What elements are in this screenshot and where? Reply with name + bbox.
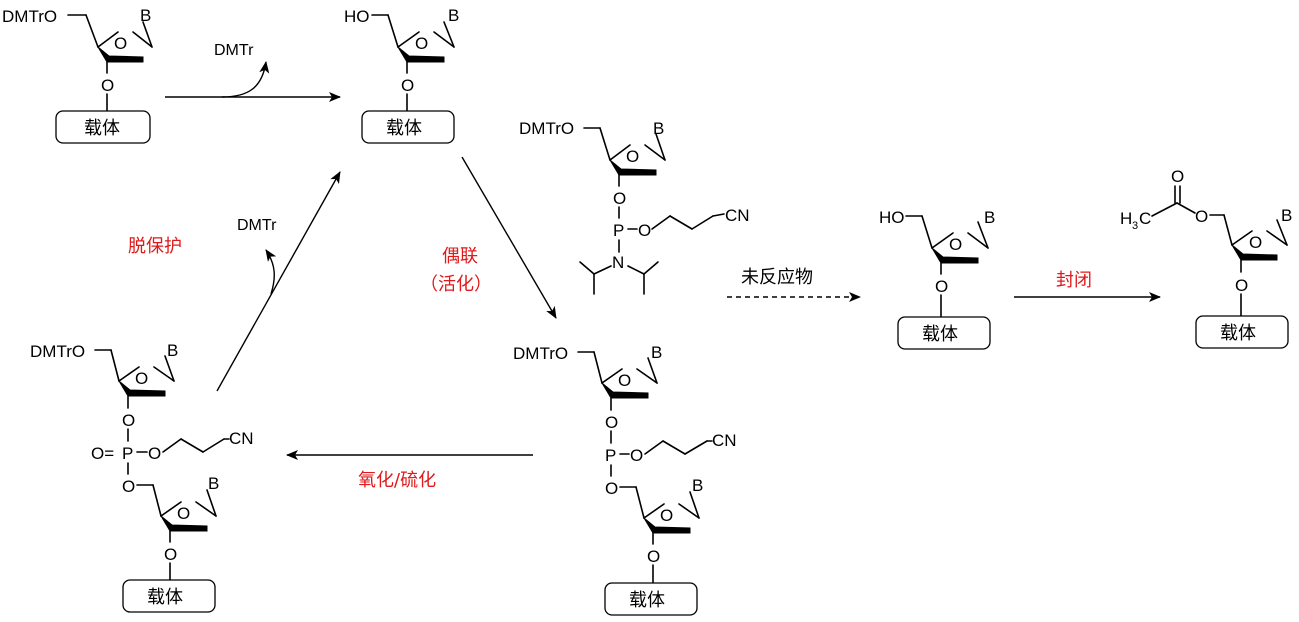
support-box	[897, 316, 991, 350]
oxygen-label: O	[613, 189, 626, 208]
oxygen-label: O	[605, 479, 618, 498]
phosphorus-label: P	[122, 444, 133, 463]
phosphorus-label: P	[613, 221, 624, 240]
ring-oxygen-label: O	[660, 506, 673, 525]
activation-label: （活化）	[420, 274, 492, 295]
support-label: 载体	[922, 324, 958, 345]
cyano-label: CN	[725, 206, 750, 225]
methyl-h-label: H	[1120, 209, 1132, 228]
dmtro-label: DMTrO	[513, 344, 568, 363]
deprotection-label: 脱保护	[128, 236, 182, 257]
methyl-c-label: C	[1139, 209, 1151, 228]
capping-arrow: 封闭	[1014, 270, 1161, 302]
phosphate-dinucleotide-on-support: DMTrO O B O O= P O CN O O B O 载体	[30, 341, 254, 613]
coupling-arrow: 偶联 （活化）	[420, 156, 557, 319]
nitrogen-label: N	[612, 253, 624, 272]
nucleoside-dmtr-on-support: DMTrO O B O 载体	[2, 6, 153, 144]
support-box	[122, 579, 216, 613]
oxygen-label: O	[122, 477, 135, 496]
support-box	[1195, 315, 1289, 349]
ring-oxygen-label: O	[135, 369, 148, 388]
base-label: B	[448, 6, 459, 25]
dmtr-released-label: DMTr	[214, 42, 254, 59]
base-label: B	[651, 343, 662, 362]
unreacted-label: 未反应物	[741, 267, 813, 288]
capped-nucleoside-on-support: O H 3 C O O B O 载体	[1120, 167, 1292, 349]
support-label: 载体	[1220, 323, 1256, 344]
oxidation-arrow: 氧化/硫化	[286, 450, 533, 491]
dmtro-label: DMTrO	[519, 119, 574, 138]
dmtro-label: DMTrO	[2, 7, 57, 26]
oxygen-label: O	[935, 277, 948, 296]
ring-oxygen-label: O	[415, 34, 428, 53]
support-label: 载体	[386, 118, 422, 139]
unreacted-arrow: 未反应物	[727, 267, 861, 302]
ring-oxygen-label: O	[949, 235, 962, 254]
base-label: B	[692, 476, 703, 495]
ester-oxygen-label: O	[1195, 207, 1208, 226]
oxygen-label: O	[164, 545, 177, 564]
support-box	[55, 110, 151, 144]
base-label: B	[984, 208, 995, 227]
cyano-label: CN	[229, 429, 254, 448]
oxygen-label: O	[605, 413, 618, 432]
support-label: 载体	[629, 590, 665, 611]
cyano-label: CN	[712, 431, 737, 450]
support-label: 载体	[147, 587, 183, 608]
nucleoside-5oh-on-support: HO O B O 载体	[344, 6, 459, 144]
phosphorus-label: P	[605, 446, 616, 465]
oxidation-label: 氧化/硫化	[358, 470, 436, 491]
carbonyl-oxygen-label: O	[1171, 167, 1184, 186]
deprotection-arrow-cycle: DMTr 脱保护	[128, 171, 341, 392]
base-label: B	[208, 474, 219, 493]
deprotection-arrow-top: DMTr	[165, 42, 341, 102]
base-label: B	[1281, 206, 1292, 225]
support-label: 载体	[84, 118, 120, 139]
ring-oxygen-label: O	[1249, 233, 1262, 252]
hydroxyl-label: HO	[344, 7, 370, 26]
dmtr-released-label: DMTr	[237, 217, 277, 234]
support-box	[604, 582, 698, 616]
base-label: B	[653, 119, 664, 138]
oxygen-label: O	[148, 444, 161, 463]
oxygen-label: O	[122, 411, 135, 430]
methyl-subscript: 3	[1132, 220, 1138, 232]
oxygen-label: O	[401, 76, 414, 95]
capping-label: 封闭	[1056, 270, 1092, 291]
oxygen-label: O	[101, 76, 114, 95]
oxygen-label: O	[630, 446, 643, 465]
phosphite-dinucleotide-on-support: DMTrO O B O P O CN O O B O 载体	[513, 343, 737, 616]
oxygen-label: O	[638, 221, 651, 240]
ring-oxygen-label: O	[618, 371, 631, 390]
support-box	[361, 110, 455, 144]
oxo-label: O=	[91, 444, 114, 463]
ring-oxygen-label: O	[626, 147, 639, 166]
ring-oxygen-label: O	[177, 504, 190, 523]
oxygen-label: O	[1235, 276, 1248, 295]
unreacted-nucleoside-on-support: HO O B O 载体	[879, 208, 995, 350]
base-label: B	[140, 6, 151, 25]
dmtro-label: DMTrO	[30, 342, 85, 361]
base-label: B	[167, 341, 178, 360]
oxygen-label: O	[647, 547, 660, 566]
ring-oxygen-label: O	[114, 34, 127, 53]
hydroxyl-label: HO	[879, 208, 905, 227]
phosphoramidite-monomer: DMTrO O B O P O CN N	[519, 119, 750, 295]
coupling-label: 偶联	[442, 246, 478, 267]
